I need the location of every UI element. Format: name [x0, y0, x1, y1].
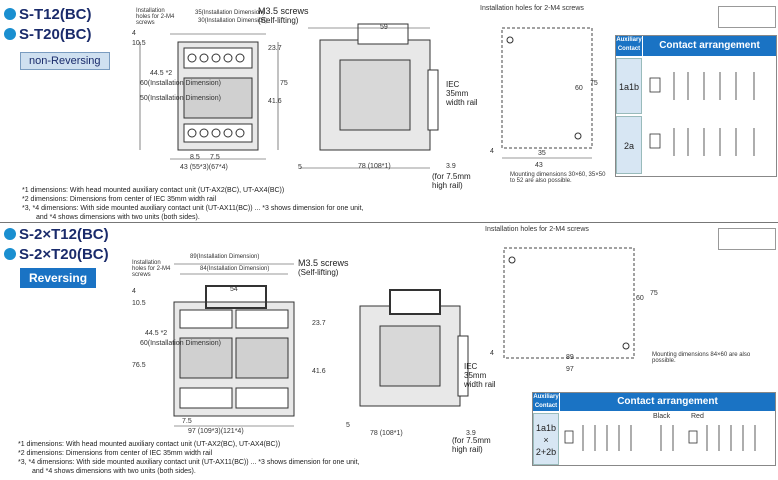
dim-30-install: 30(Installation Dimension)	[198, 18, 268, 24]
dim-3-9: 3.9	[446, 163, 456, 170]
dim-44-5-rev: 44.5 *2	[145, 330, 168, 337]
dim-76-5: 76.5	[132, 362, 146, 369]
dim-7-5-rev: 7.5	[182, 418, 192, 425]
dim-59: 59	[380, 24, 388, 31]
dim-8-5: 8.5	[190, 154, 200, 161]
dim-97: 97 (109*3)(121*4)	[188, 428, 244, 435]
dim-43: 43 (55*3)(67*4)	[180, 164, 228, 171]
table-row-1a1b-2-2b: 1a1b×2+2b	[533, 413, 559, 465]
side-view-reversing-drawing	[359, 289, 469, 407]
side-view-drawing	[300, 23, 439, 169]
dim-75: 75	[280, 80, 288, 87]
title-s-t20: S-T20(BC)	[4, 26, 92, 43]
dim-5-rev: 5	[346, 422, 350, 429]
contact-diagram	[649, 72, 755, 156]
red-label: Red	[691, 413, 704, 420]
dim-35-install: 35(Installation Dimension)	[195, 10, 265, 16]
table-header-aux: Auxiliary Contact	[616, 36, 642, 56]
dim-60-install: 60(Installation Dimension)	[140, 80, 221, 87]
dim-89-install: 89(Installation Dimension)	[190, 254, 260, 260]
mounting-note-rev: Mounting dimensions 84×60 are also possi…	[652, 352, 751, 364]
bullet-icon	[4, 248, 16, 260]
self-lifting-label-rev: (Self-lifting)	[298, 268, 339, 277]
contact-table: Auxiliary Contact Contact arrangement 1a…	[615, 35, 777, 177]
dim-60-right-rev: 60	[636, 295, 644, 302]
screws-label-rev: M3.5 screws	[298, 258, 349, 268]
install-holes-label-rev: Installation holes for 2-M4 screws	[132, 260, 171, 278]
dim-50-install: 50(Installation Dimension)	[140, 95, 221, 102]
dim-41-6: 41.6	[268, 98, 282, 105]
dim-78-rev: 78 (108*1)	[370, 430, 403, 437]
contact-diagram-rev	[564, 425, 756, 451]
rail-icon-rev	[718, 228, 776, 250]
reversing-badge: Reversing	[20, 268, 97, 288]
dim-75-right: 75	[590, 80, 598, 87]
screws-label: M3.5 screws	[258, 6, 309, 16]
mounting-note: Mounting dimensions 30×60, 35×50 to 52 a…	[510, 172, 606, 184]
contact-table-rev: Auxiliary Contact Contact arrangement 1a…	[532, 392, 776, 466]
dim-4: 4	[132, 30, 136, 37]
dim-89-right: 89	[566, 354, 574, 361]
rail-icon	[718, 6, 776, 28]
top-notes: *1 dimensions: With head mounted auxilia…	[22, 187, 364, 221]
dim-43-right: 43	[535, 162, 543, 169]
install-holes-right: Installation holes for 2-M4 screws	[480, 5, 584, 12]
dim-35-right: 35	[538, 150, 546, 157]
dim-7-5: 7.5	[210, 154, 220, 161]
dim-4-right: 4	[490, 148, 494, 155]
table-header-aux-rev: Auxiliary Contact	[533, 393, 559, 411]
black-label: Black	[653, 413, 671, 420]
table-header-contact: Contact arrangement	[643, 36, 776, 56]
title-s-2xt20: S-2×T20(BC)	[4, 246, 109, 263]
dim-60-install-rev: 60(Installation Dimension)	[140, 340, 221, 347]
dim-5: 5	[298, 164, 302, 171]
dim-3-9-rev: 3.9	[466, 430, 476, 437]
install-holes-label: Installation holes for 2-M4 screws	[136, 8, 175, 26]
dim-60-right: 60	[575, 85, 583, 92]
title-s-2xt12: S-2×T12(BC)	[4, 226, 109, 243]
table-row-1a1b: 1a1b	[616, 58, 642, 114]
bottom-notes: *1 dimensions: With head mounted auxilia…	[18, 441, 360, 475]
front-view-reversing-drawing	[173, 263, 295, 427]
dim-84-install: 84(Installation Dimension)	[200, 266, 270, 272]
table-row-2a: 2a	[616, 116, 642, 174]
table-header-contact-rev: Contact arrangement	[560, 393, 775, 411]
bullet-icon	[4, 8, 16, 20]
non-reversing-badge: non-Reversing	[20, 52, 110, 70]
dim-44-5: 44.5 *2	[150, 70, 173, 77]
dim-23-7-rev: 23.7	[312, 320, 326, 327]
section-divider	[0, 222, 778, 223]
dim-4-rev: 4	[132, 288, 136, 295]
dim-75-right-rev: 75	[650, 290, 658, 297]
dim-23-7: 23.7	[268, 45, 282, 52]
self-lifting-label: (Self-lifting)	[258, 16, 299, 25]
dim-54: 54	[230, 286, 238, 293]
dim-97-right: 97	[566, 366, 574, 373]
dim-10-5-rev: 10.5	[132, 300, 146, 307]
mounting-reversing-drawing	[503, 247, 635, 359]
mounting-drawing	[501, 27, 593, 159]
dim-41-6-rev: 41.6	[312, 368, 326, 375]
title-s-t12: S-T12(BC)	[4, 6, 92, 23]
dim-4-right-rev: 4	[490, 350, 494, 357]
front-view-drawing	[139, 33, 279, 160]
bullet-icon	[4, 28, 16, 40]
bullet-icon	[4, 228, 16, 240]
install-holes-right-rev: Installation holes for 2-M4 screws	[485, 226, 589, 233]
dim-10-5: 10.5	[132, 40, 146, 47]
dim-78: 78 (108*1)	[358, 163, 391, 170]
